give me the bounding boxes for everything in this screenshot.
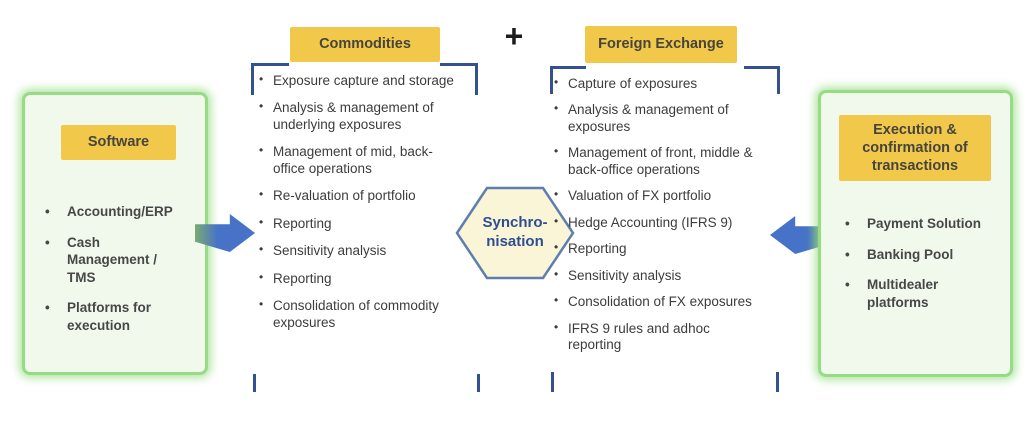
- bracket-bottom-right-icon: [477, 374, 480, 392]
- hexagon-shape-icon: [455, 186, 575, 280]
- bracket-top-right-icon: [744, 66, 780, 94]
- synchronisation-label: Synchro- nisation: [455, 184, 575, 282]
- list-item: Hedge Accounting (IFRS 9): [553, 214, 753, 231]
- synchronisation-hexagon: Synchro- nisation: [455, 184, 575, 282]
- execution-panel-list: Payment Solution Banking Pool Multideale…: [841, 215, 989, 324]
- bracket-top-left-icon: [550, 66, 586, 94]
- list-item: Multidealer platforms: [841, 276, 985, 311]
- software-panel-title: Software: [61, 125, 176, 160]
- list-item: Analysis & management of exposures: [553, 101, 753, 135]
- list-item: Exposure capture and storage: [258, 72, 464, 89]
- list-item: Consolidation of commodity exposures: [258, 297, 464, 331]
- foreign-exchange-list-clip: Capture of exposures Analysis & manageme…: [553, 76, 759, 400]
- execution-panel: Execution & confirmation of transactions…: [818, 90, 1013, 377]
- list-item: Consolidation of FX exposures: [553, 293, 753, 310]
- list-item: Banking Pool: [841, 246, 985, 264]
- list-item: IFRS 9 rules and adhoc reporting: [553, 320, 753, 354]
- list-item: Payment Solution: [841, 215, 985, 233]
- bracket-top-right-icon: [440, 63, 478, 95]
- list-item: Reporting: [553, 240, 753, 257]
- list-item: Analysis & management of underlying expo…: [258, 99, 464, 133]
- foreign-exchange-title: Foreign Exchange: [585, 26, 737, 63]
- foreign-exchange-list: Capture of exposures Analysis & manageme…: [553, 76, 753, 354]
- software-panel-list: Accounting/ERP Cash Management / TMS Pla…: [41, 203, 191, 347]
- list-item: Management of front, middle & back-offic…: [553, 144, 753, 178]
- list-item: Accounting/ERP: [41, 203, 185, 221]
- list-item: Valuation of FX portfolio: [553, 187, 753, 204]
- execution-panel-title: Execution & confirmation of transactions: [839, 115, 991, 181]
- commodities-list: Exposure capture and storage Analysis & …: [258, 72, 464, 342]
- list-item: Management of mid, back-office operation…: [258, 143, 464, 177]
- list-item: Sensitivity analysis: [258, 242, 464, 259]
- commodities-title: Commodities: [290, 27, 440, 62]
- bracket-bottom-right-icon: [776, 372, 779, 392]
- bracket-top-left-icon: [251, 63, 289, 95]
- plus-sign: +: [504, 18, 524, 54]
- synchronisation-line1: Synchro-: [482, 214, 548, 232]
- list-item: Cash Management / TMS: [41, 234, 185, 287]
- synchronisation-line2: nisation: [486, 233, 544, 250]
- list-item: Capture of exposures: [553, 76, 753, 92]
- software-panel: Software Accounting/ERP Cash Management …: [22, 92, 208, 375]
- list-item: Reporting: [258, 215, 464, 232]
- list-item: Platforms for execution: [41, 299, 185, 334]
- bracket-bottom-left-icon: [551, 372, 554, 392]
- list-item: Reporting: [258, 270, 464, 287]
- bracket-bottom-left-icon: [253, 374, 256, 392]
- list-item: Sensitivity analysis: [553, 267, 753, 284]
- list-item: Re-valuation of portfolio: [258, 187, 464, 204]
